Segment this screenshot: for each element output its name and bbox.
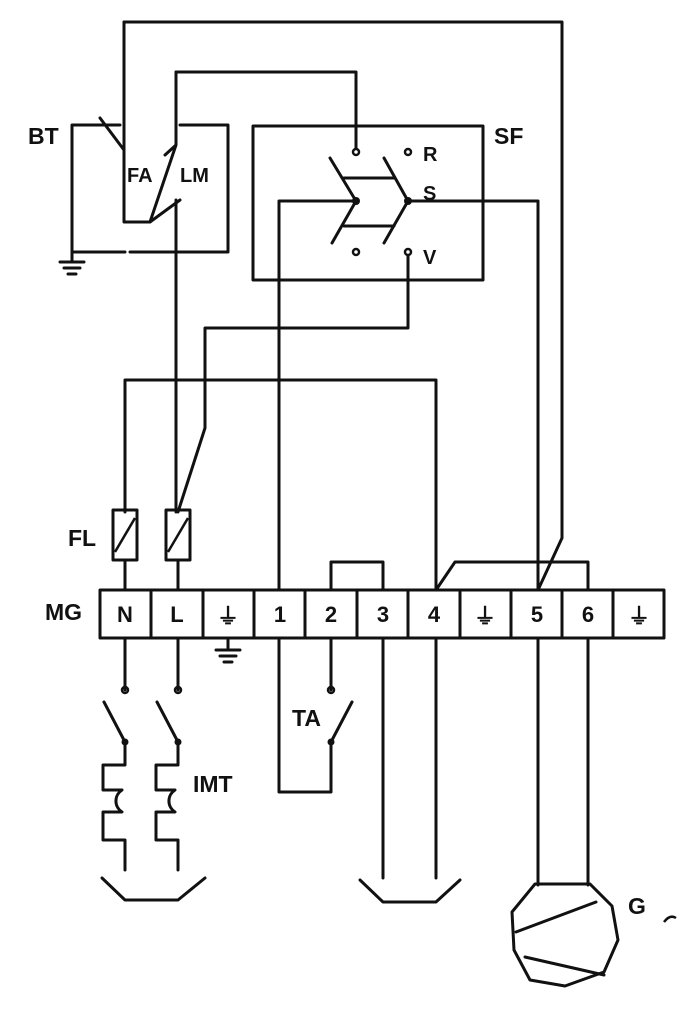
terminal-3: 3 <box>377 602 389 627</box>
compressor-g: G <box>510 636 677 988</box>
sf-label: SF <box>494 123 523 149</box>
terminal-1: 1 <box>274 602 286 627</box>
wiring <box>122 20 590 592</box>
fl-label: FL <box>68 525 96 551</box>
lm-label: LM <box>180 165 209 187</box>
terminal-6: 6 <box>582 602 594 627</box>
imt-label: IMT <box>193 771 233 797</box>
terminal-ground-2: ⏚ <box>474 604 496 629</box>
fl-fuses: FL <box>68 508 192 562</box>
bt-label: BT <box>28 123 59 149</box>
v-label: V <box>423 247 437 269</box>
ta-label: TA <box>292 705 321 731</box>
terminal-n: N <box>117 602 133 627</box>
terminal-5: 5 <box>531 602 543 627</box>
r-label: R <box>423 144 438 166</box>
g-label: G <box>628 893 646 919</box>
imt-breaker: IMT <box>100 636 233 902</box>
mg-label: MG <box>45 599 82 625</box>
mg-terminal-block: MG N L ⏚ 1 2 3 4 ⏚ 5 6 ⏚ <box>45 588 666 664</box>
fa-label: FA <box>127 165 153 187</box>
terminal-ground-3: ⏚ <box>628 604 650 629</box>
terminal-4: 4 <box>428 602 441 627</box>
output-lines <box>358 636 462 904</box>
ta-contact: TA <box>277 636 354 794</box>
terminal-ground-1: ⏚ <box>217 604 239 629</box>
bt-thermostat: BT FA LM <box>28 20 230 514</box>
terminal-2: 2 <box>325 602 337 627</box>
ground-icon <box>214 636 242 664</box>
terminal-l: L <box>170 602 183 627</box>
